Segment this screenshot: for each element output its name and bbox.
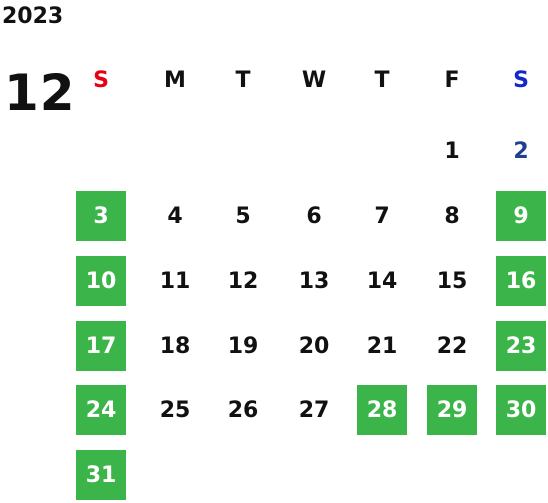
weekday-header: S — [513, 67, 529, 93]
calendar-day-holiday[interactable]: 31 — [76, 450, 126, 500]
calendar-day[interactable]: 20 — [298, 333, 330, 359]
calendar-day-holiday[interactable]: 23 — [496, 321, 546, 371]
month-label: 12 — [4, 64, 76, 122]
weekday-header: F — [444, 67, 460, 93]
weekday-header: T — [235, 67, 251, 93]
weekday-header: T — [374, 67, 390, 93]
weekday-header: M — [164, 67, 186, 93]
calendar-day[interactable]: 4 — [167, 203, 183, 229]
calendar-day-holiday[interactable]: 17 — [76, 321, 126, 371]
weekday-header: S — [93, 67, 109, 93]
calendar-day[interactable]: 12 — [227, 268, 259, 294]
calendar-day[interactable]: 11 — [159, 268, 191, 294]
calendar-day[interactable]: 25 — [159, 397, 191, 423]
calendar-day[interactable]: 5 — [235, 203, 251, 229]
calendar-day-holiday[interactable]: 10 — [76, 256, 126, 306]
calendar-day-holiday[interactable]: 24 — [76, 385, 126, 435]
calendar-day[interactable]: 26 — [227, 397, 259, 423]
year-label: 2023 — [2, 4, 64, 29]
calendar-day-holiday[interactable]: 9 — [496, 191, 546, 241]
calendar-day-holiday[interactable]: 28 — [357, 385, 407, 435]
calendar-day-holiday[interactable]: 3 — [76, 191, 126, 241]
calendar-day[interactable]: 15 — [436, 268, 468, 294]
calendar-day-holiday[interactable]: 29 — [427, 385, 477, 435]
calendar-day-holiday[interactable]: 30 — [496, 385, 546, 435]
calendar-day[interactable]: 1 — [444, 138, 460, 164]
calendar-day[interactable]: 21 — [366, 333, 398, 359]
calendar-day[interactable]: 19 — [227, 333, 259, 359]
calendar-day[interactable]: 2 — [513, 138, 529, 164]
calendar-day[interactable]: 6 — [306, 203, 322, 229]
calendar-day[interactable]: 13 — [298, 268, 330, 294]
calendar-day[interactable]: 27 — [298, 397, 330, 423]
calendar-day[interactable]: 22 — [436, 333, 468, 359]
calendar-day-holiday[interactable]: 16 — [496, 256, 546, 306]
weekday-header: W — [301, 67, 327, 93]
calendar-day[interactable]: 18 — [159, 333, 191, 359]
calendar-day[interactable]: 8 — [444, 203, 460, 229]
calendar-day[interactable]: 14 — [366, 268, 398, 294]
calendar-day[interactable]: 7 — [374, 203, 390, 229]
